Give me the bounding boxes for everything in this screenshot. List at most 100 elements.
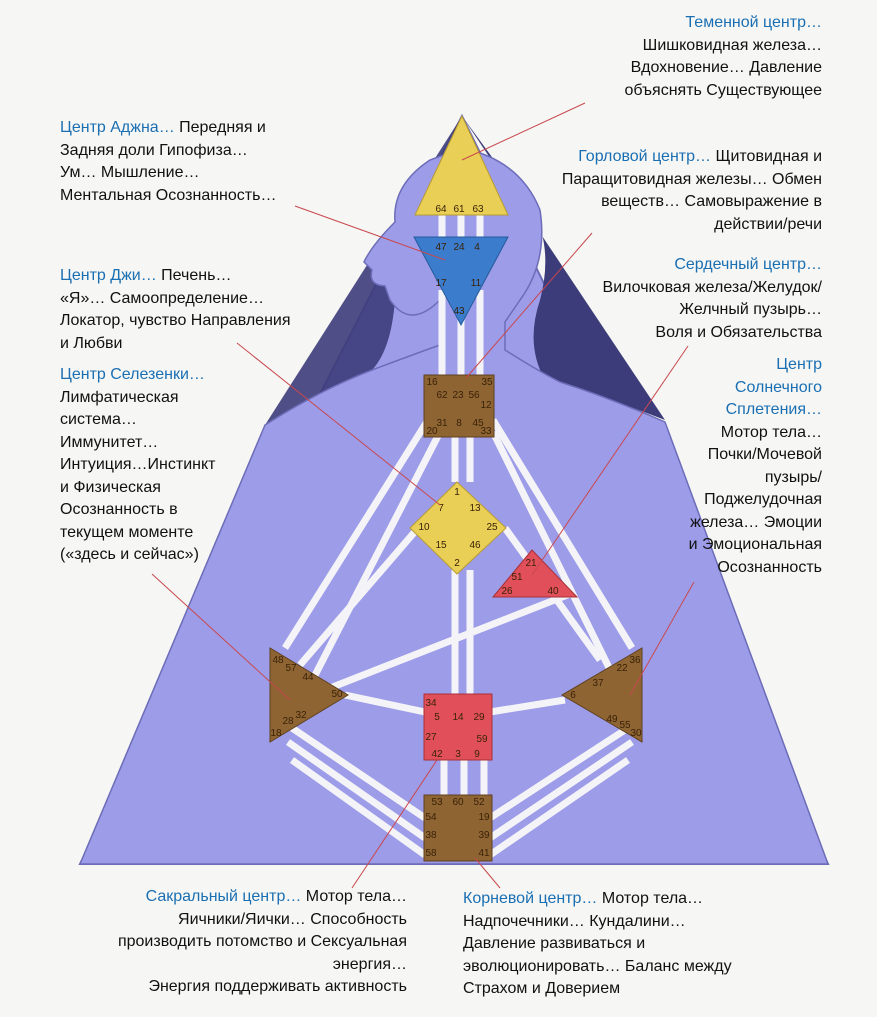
gate-number: 33 xyxy=(480,426,492,437)
gate-number: 37 xyxy=(592,678,604,689)
sacral-heading: Сакральный центр… xyxy=(145,888,302,905)
gate-number: 38 xyxy=(425,830,437,841)
throat-line: действии/речи xyxy=(714,215,822,233)
ajna-center xyxy=(413,236,509,327)
ajna-first-line: Передняя и xyxy=(174,119,266,136)
gate-number: 63 xyxy=(472,204,484,215)
throat-first-line: Щитовидная и xyxy=(711,148,822,165)
gate-number: 46 xyxy=(469,540,481,551)
ajna-heading: Центр Аджна… xyxy=(60,119,175,136)
gate-number: 51 xyxy=(511,572,523,583)
solar-plexus-line: Почки/Мочевой xyxy=(707,446,822,463)
gate-number: 59 xyxy=(476,734,488,745)
gate-number: 21 xyxy=(525,558,537,569)
gate-number: 10 xyxy=(418,522,430,533)
root-first-line: Мотор тела… xyxy=(597,890,704,907)
spleen-line: и Физическая xyxy=(60,478,161,496)
gate-number: 32 xyxy=(295,710,307,721)
gate-number: 55 xyxy=(619,720,631,731)
throat-center xyxy=(423,374,495,438)
gate-number: 48 xyxy=(272,655,284,666)
solar-plexus-heading: Сплетения… xyxy=(725,401,822,418)
solar-plexus-line: Поджелудочная xyxy=(704,491,822,508)
gate-number: 16 xyxy=(426,377,438,388)
solar-plexus-line: Мотор тела… xyxy=(720,423,822,441)
ajna-line: Ум… Мышление… xyxy=(60,164,200,181)
gate-number: 52 xyxy=(473,797,485,808)
root-center xyxy=(423,794,493,862)
gate-number: 30 xyxy=(630,728,642,739)
gate-number: 56 xyxy=(468,390,480,401)
gate-number: 31 xyxy=(436,418,448,429)
crown-label: Теменной центр… Шишковидная железа… Вдох… xyxy=(625,12,823,102)
root-line: Давление развиваться и xyxy=(463,935,646,952)
gate-number: 11 xyxy=(471,278,482,289)
spleen-line: Иммунитет… xyxy=(60,433,159,451)
gate-number: 19 xyxy=(478,812,490,823)
g-line: Локатор, чувство Направления xyxy=(60,312,291,329)
gate-number: 26 xyxy=(501,586,513,597)
g-first-line: Печень… xyxy=(156,267,232,284)
solar-plexus-heading: Центр xyxy=(776,356,822,373)
solar-plexus-line: пузырь/ xyxy=(764,468,822,486)
gate-number: 44 xyxy=(302,672,314,683)
gate-number: 5 xyxy=(434,712,440,723)
gate-number: 23 xyxy=(452,390,464,401)
gate-number: 64 xyxy=(435,204,447,215)
ajna-line: Задняя доли Гипофиза… xyxy=(60,141,248,159)
gate-number: 2 xyxy=(454,558,460,569)
gate-number: 22 xyxy=(616,663,628,674)
heart-line: Воля и Обязательства xyxy=(655,323,822,341)
crown-gates: 64 61 63 xyxy=(435,204,484,215)
gate-number: 24 xyxy=(453,242,465,253)
gate-number: 8 xyxy=(456,418,462,429)
sacral-line: производить потомство и Сексуальная xyxy=(117,933,407,950)
spleen-gates: 48 57 44 50 32 28 18 xyxy=(270,655,343,739)
heart-center xyxy=(491,549,579,598)
pointer-lines xyxy=(151,102,695,889)
gate-number: 4 xyxy=(474,242,480,253)
gate-number: 29 xyxy=(473,712,485,723)
gate-number: 58 xyxy=(425,848,437,859)
sacral-line: Яичники/Яички… Способность xyxy=(178,910,407,928)
sacral-first-line: Мотор тела… xyxy=(301,888,407,905)
throat-label: Горловой центр… Щитовидная и Паращитовид… xyxy=(562,146,822,236)
sacral-center xyxy=(423,693,493,761)
g-line: и Любви xyxy=(60,334,123,352)
gate-number: 9 xyxy=(474,749,480,760)
crown-heading: Теменной центр… xyxy=(685,14,822,31)
root-line: эволюционировать… Баланс между xyxy=(463,957,732,975)
gate-number: 34 xyxy=(425,698,437,709)
gate-number: 15 xyxy=(435,540,447,551)
gate-number: 14 xyxy=(452,712,464,723)
gate-number: 61 xyxy=(453,204,465,215)
gate-number: 13 xyxy=(469,503,481,514)
ajna-label: Центр Аджна… Передняя и Задняя доли Гипо… xyxy=(60,117,276,207)
gate-number: 25 xyxy=(486,522,498,533)
crown-line: объяснять Существующее xyxy=(624,81,823,99)
gate-number: 41 xyxy=(478,848,490,859)
spleen-line: Осознанность в xyxy=(60,501,178,518)
gate-number: 57 xyxy=(285,663,297,674)
gate-number: 39 xyxy=(478,830,490,841)
solar-plexus-label: Центр Солнечного Сплетения… Мотор тела… … xyxy=(689,354,822,579)
gate-number: 28 xyxy=(282,716,294,727)
sacral-label: Сакральный центр… Мотор тела… Яичники/Яи… xyxy=(118,886,407,999)
spleen-line: текущем моменте xyxy=(60,523,194,541)
gate-number: 6 xyxy=(570,690,576,701)
heart-line: Желчный пузырь… xyxy=(679,301,822,318)
gate-number: 1 xyxy=(454,487,460,498)
gate-number: 7 xyxy=(438,503,444,514)
g-center xyxy=(409,481,507,575)
crown-line: Шишковидная железа… xyxy=(642,36,822,54)
gate-number: 18 xyxy=(270,728,282,739)
sacral-gates: 34 5 14 29 27 59 42 3 9 xyxy=(425,698,488,760)
gate-number: 42 xyxy=(431,749,443,760)
gate-number: 17 xyxy=(435,278,447,289)
gate-number: 49 xyxy=(606,714,618,725)
throat-line: веществ… Самовыражение в xyxy=(601,193,822,210)
gate-number: 27 xyxy=(425,732,437,743)
gate-number: 60 xyxy=(452,797,464,808)
root-label: Корневой центр… Мотор тела… Надпочечники… xyxy=(463,888,732,1001)
